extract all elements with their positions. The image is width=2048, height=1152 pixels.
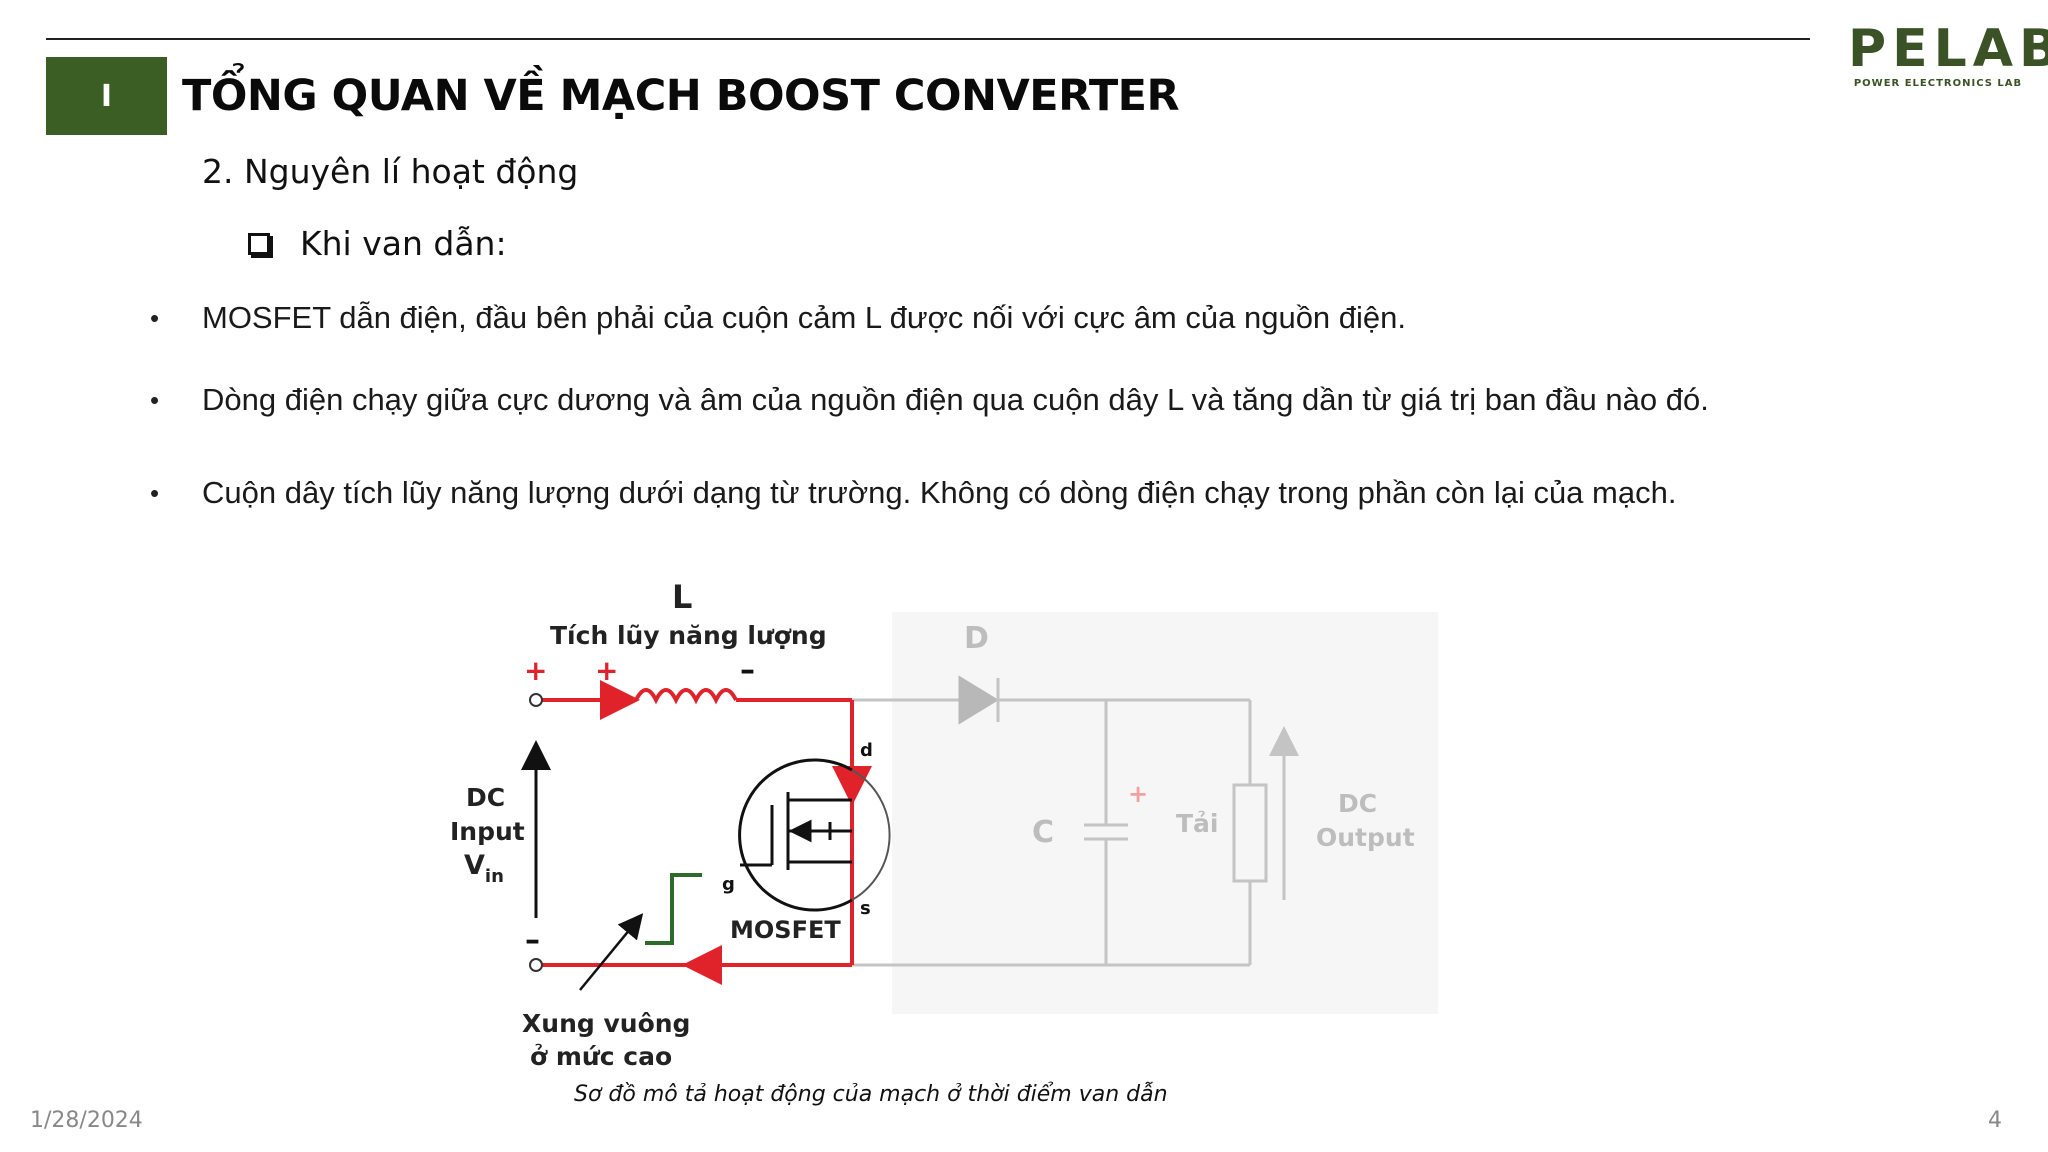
checkbox-item: Khi van dẫn: xyxy=(248,222,507,266)
source-label: s xyxy=(860,898,871,919)
dc-output-line1: DC xyxy=(1338,789,1377,818)
dc-input-line1: DC xyxy=(466,783,505,812)
mosfet-symbol-icon xyxy=(738,758,891,912)
mosfet-label: MOSFET xyxy=(730,916,841,944)
pulse-label-line1: Xung vuông xyxy=(522,1009,690,1038)
capacitor-plus-sign: + xyxy=(1128,780,1148,808)
bullet-item-2: • Dòng điện chạy giữa cực dương và âm củ… xyxy=(150,380,1709,420)
bullet-dot-icon: • xyxy=(150,302,160,333)
top-divider xyxy=(46,38,1810,40)
diode-icon xyxy=(958,675,999,725)
input-terminal-bottom xyxy=(529,958,543,972)
bullet-dot-icon: • xyxy=(150,477,160,508)
bullet-item-1: • MOSFET dẫn điện, đầu bên phải của cuộn… xyxy=(150,298,1406,338)
capacitor-label: C xyxy=(1032,815,1054,850)
inductor-coil-icon xyxy=(634,688,738,705)
pelab-logo: PELAB POWER ELECTRONICS LAB xyxy=(1848,19,2048,90)
bullet-text: MOSFET dẫn điện, đầu bên phải của cuộn c… xyxy=(202,300,1407,335)
boost-converter-diagram: + L Tích lũy năng lượng + + – – DC Input xyxy=(450,578,1438,1071)
active-current-path xyxy=(540,680,872,985)
inductor-desc: Tích lũy năng lượng xyxy=(550,621,827,650)
section-number-badge: I xyxy=(46,57,167,135)
inductor-label: L xyxy=(672,578,692,616)
footer-date: 1/28/2024 xyxy=(30,1108,143,1133)
diagram-caption: Sơ đồ mô tả hoạt động của mạch ở thời đi… xyxy=(574,1082,1168,1107)
page-number: 4 xyxy=(1988,1108,2002,1133)
bullet-text: Cuộn dây tích lũy năng lượng dưới dạng t… xyxy=(202,475,1677,510)
bullet-dot-icon: • xyxy=(150,384,160,415)
minus-sign-inductor: – xyxy=(740,653,755,688)
checkbox-label: Khi van dẫn: xyxy=(300,224,507,263)
pulse-label-line2: ở mức cao xyxy=(530,1042,672,1071)
drain-label: d xyxy=(860,740,873,761)
diode-label: D xyxy=(964,621,989,656)
bullet-text: Dòng điện chạy giữa cực dương và âm của … xyxy=(202,382,1709,417)
load-label: Tải xyxy=(1176,809,1219,838)
vin-label: Vin xyxy=(464,850,504,887)
inactive-output-stage xyxy=(852,675,1299,967)
minus-sign-input: – xyxy=(525,923,540,958)
plus-sign-1: + xyxy=(524,654,547,687)
section-subtitle: 2. Nguyên lí hoạt động xyxy=(202,152,579,191)
plus-sign-2: + xyxy=(595,654,618,687)
slide-title: TỔNG QUAN VỀ MẠCH BOOST CONVERTER xyxy=(182,71,1180,121)
input-terminal-top xyxy=(529,693,543,707)
dc-output-line2: Output xyxy=(1316,823,1415,852)
gate-label: g xyxy=(722,874,735,895)
dc-input-line2: Input xyxy=(450,817,525,846)
bullet-item-3: • Cuộn dây tích lũy năng lượng dưới dạng… xyxy=(150,473,1676,513)
logo-subtext: POWER ELECTRONICS LAB xyxy=(1853,78,2023,89)
logo-text: PELAB xyxy=(1848,19,2048,79)
pulse-arrow xyxy=(579,913,644,991)
inactive-region xyxy=(892,612,1438,1014)
checkbox-bullet-icon xyxy=(248,233,270,255)
gate-pulse-icon xyxy=(645,873,702,945)
